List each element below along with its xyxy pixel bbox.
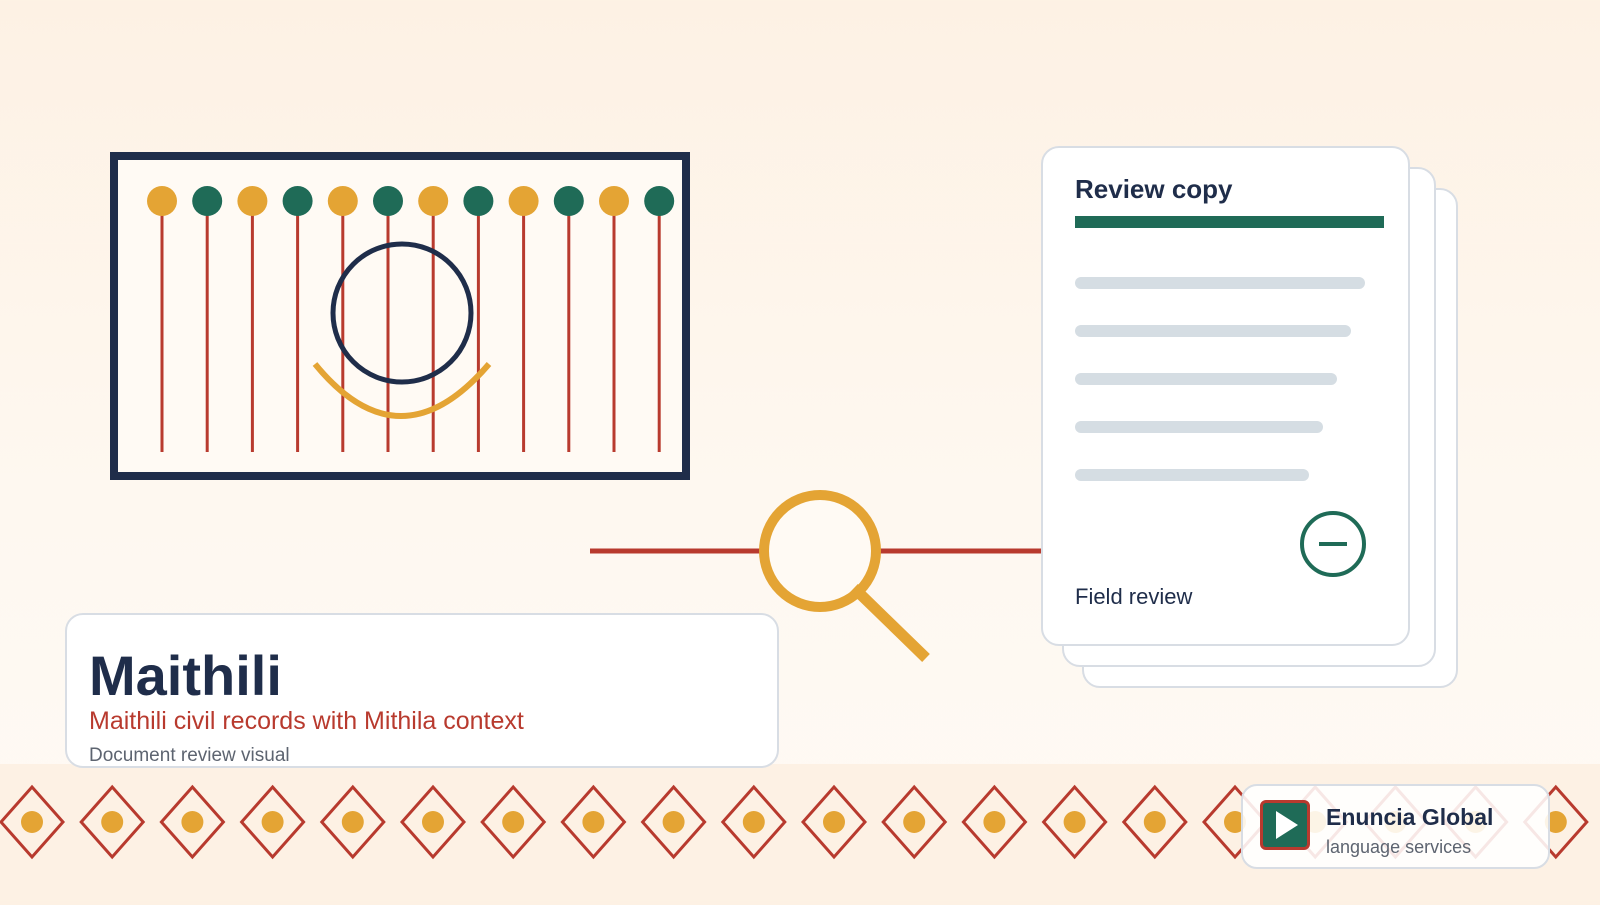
pole-dot (599, 186, 629, 216)
diamond-shape (881, 784, 948, 860)
diamond-dot (101, 811, 124, 833)
diamond-dot (1544, 811, 1567, 833)
diamond-shape (399, 784, 467, 860)
diamond-shape (239, 784, 306, 860)
pole-row (147, 186, 675, 452)
diamond-shape (961, 784, 1028, 860)
caption-note: Document review visual (89, 745, 290, 766)
diamond-shape (319, 784, 386, 860)
title-card: Maithili Maithili civil records with Mit… (65, 613, 779, 768)
document-text-line (1075, 325, 1351, 337)
document-title-bar (1075, 216, 1384, 228)
diamond-dot (983, 811, 1006, 833)
pole-dot (373, 186, 403, 216)
frame-circle (330, 241, 474, 385)
diamond-dot (21, 811, 43, 833)
diamond-dot (261, 811, 284, 833)
brand-name: Enuncia Global (1326, 804, 1494, 830)
document-card: Review copy Field review (1041, 146, 1410, 646)
language-title: Maithili (89, 644, 282, 707)
diamond-shape (1041, 784, 1108, 860)
diamond-dot (1143, 811, 1166, 833)
diamond-shape (480, 784, 547, 860)
diamond-dot (341, 811, 364, 833)
diamond-dot (1224, 811, 1246, 833)
document-title: Review copy (1075, 174, 1233, 204)
pole-dot (463, 186, 494, 216)
diamond-dot (502, 811, 525, 833)
document-text-line (1075, 421, 1323, 433)
brand-tagline: language services (1326, 837, 1472, 857)
pole-dot (237, 186, 268, 216)
language-subtitle: Maithili civil records with Mithila cont… (89, 707, 524, 735)
diamond-dot (422, 811, 444, 833)
diamond-shape (640, 784, 707, 860)
document-footer: Field review (1075, 584, 1193, 609)
diamond-dot (181, 811, 204, 833)
diamond-dot (903, 811, 926, 833)
pole-dot (147, 186, 177, 216)
document-text-line (1075, 373, 1337, 385)
pole-dot (553, 186, 584, 216)
diamond-shape (159, 784, 226, 860)
diamond-dot (582, 811, 605, 833)
diamond-dot (823, 811, 845, 833)
magnifying-glass-icon (759, 490, 930, 662)
pole-dot (644, 186, 675, 216)
diamond-shape (560, 784, 627, 860)
document-text-line (1075, 277, 1365, 289)
minus-circle-icon (1300, 511, 1366, 577)
frame-arc (312, 362, 492, 419)
diamond-dot (662, 811, 685, 833)
play-logo-icon (1260, 800, 1310, 850)
pole-dot (508, 186, 539, 216)
diamond-shape (720, 784, 787, 860)
diamond-dot (1063, 811, 1086, 833)
mithila-art-frame (110, 152, 690, 480)
pole-dot (418, 186, 449, 216)
diamond-shape (0, 784, 66, 860)
pole-dot (192, 186, 223, 216)
pole-dot (327, 186, 358, 216)
diamond-shape (79, 784, 146, 860)
diamond-shape (1121, 784, 1188, 860)
diamond-shape (800, 784, 868, 860)
brand-badge: Enuncia Global language services (1241, 784, 1550, 869)
diamond-dot (742, 811, 765, 833)
document-text-line (1075, 469, 1309, 481)
pole-dot (282, 186, 313, 216)
